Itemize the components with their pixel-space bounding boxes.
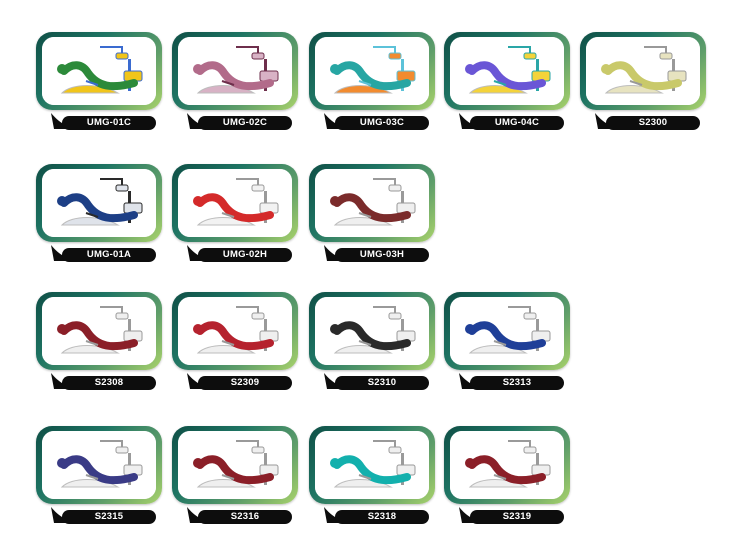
model-label: S2308: [62, 376, 156, 390]
product-image-frame: [309, 292, 435, 370]
dental-chair-image: [315, 169, 429, 237]
model-label: UMG-01A: [62, 248, 156, 262]
model-label: S2315: [62, 510, 156, 524]
model-label: S2319: [470, 510, 564, 524]
product-card[interactable]: S2318: [309, 426, 435, 524]
dental-chair-image: [450, 431, 564, 499]
product-image-frame: [309, 32, 435, 110]
product-card[interactable]: S2310: [309, 292, 435, 390]
model-label: UMG-03H: [335, 248, 429, 262]
model-label: S2309: [198, 376, 292, 390]
product-image-frame: [444, 426, 570, 504]
product-card[interactable]: UMG-01A: [36, 164, 162, 262]
dental-chair-image: [42, 297, 156, 365]
product-image-frame: [36, 426, 162, 504]
product-card[interactable]: UMG-01C: [36, 32, 162, 130]
product-card[interactable]: UMG-03H: [309, 164, 435, 262]
product-card[interactable]: UMG-03C: [309, 32, 435, 130]
product-card[interactable]: UMG-04C: [444, 32, 570, 130]
dental-chair-image: [42, 169, 156, 237]
dental-chair-image: [178, 431, 292, 499]
product-image-frame: [309, 164, 435, 242]
model-label: UMG-04C: [470, 116, 564, 130]
product-card[interactable]: S2319: [444, 426, 570, 524]
model-label: UMG-02H: [198, 248, 292, 262]
product-image-frame: [36, 292, 162, 370]
product-card[interactable]: UMG-02C: [172, 32, 298, 130]
product-card[interactable]: S2313: [444, 292, 570, 390]
product-image-frame: [172, 292, 298, 370]
product-image-frame: [309, 426, 435, 504]
model-label: S2313: [470, 376, 564, 390]
dental-chair-image: [450, 297, 564, 365]
product-image-frame: [172, 426, 298, 504]
product-image-frame: [444, 32, 570, 110]
product-image-frame: [36, 32, 162, 110]
dental-chair-image: [315, 297, 429, 365]
dental-chair-image: [315, 37, 429, 105]
product-card[interactable]: S2300: [580, 32, 706, 130]
product-image-frame: [580, 32, 706, 110]
product-image-frame: [444, 292, 570, 370]
dental-chair-image: [450, 37, 564, 105]
model-label: UMG-02C: [198, 116, 292, 130]
dental-chair-image: [42, 37, 156, 105]
product-card[interactable]: S2309: [172, 292, 298, 390]
product-card[interactable]: S2316: [172, 426, 298, 524]
model-label: S2316: [198, 510, 292, 524]
product-card[interactable]: UMG-02H: [172, 164, 298, 262]
product-card[interactable]: S2315: [36, 426, 162, 524]
model-label: UMG-01C: [62, 116, 156, 130]
dental-chair-image: [586, 37, 700, 105]
model-label: S2310: [335, 376, 429, 390]
product-image-frame: [36, 164, 162, 242]
model-label: S2318: [335, 510, 429, 524]
dental-chair-image: [42, 431, 156, 499]
dental-chair-image: [315, 431, 429, 499]
product-card[interactable]: S2308: [36, 292, 162, 390]
model-label: UMG-03C: [335, 116, 429, 130]
model-label: S2300: [606, 116, 700, 130]
dental-chair-image: [178, 37, 292, 105]
dental-chair-image: [178, 297, 292, 365]
product-image-frame: [172, 164, 298, 242]
dental-chair-image: [178, 169, 292, 237]
product-image-frame: [172, 32, 298, 110]
